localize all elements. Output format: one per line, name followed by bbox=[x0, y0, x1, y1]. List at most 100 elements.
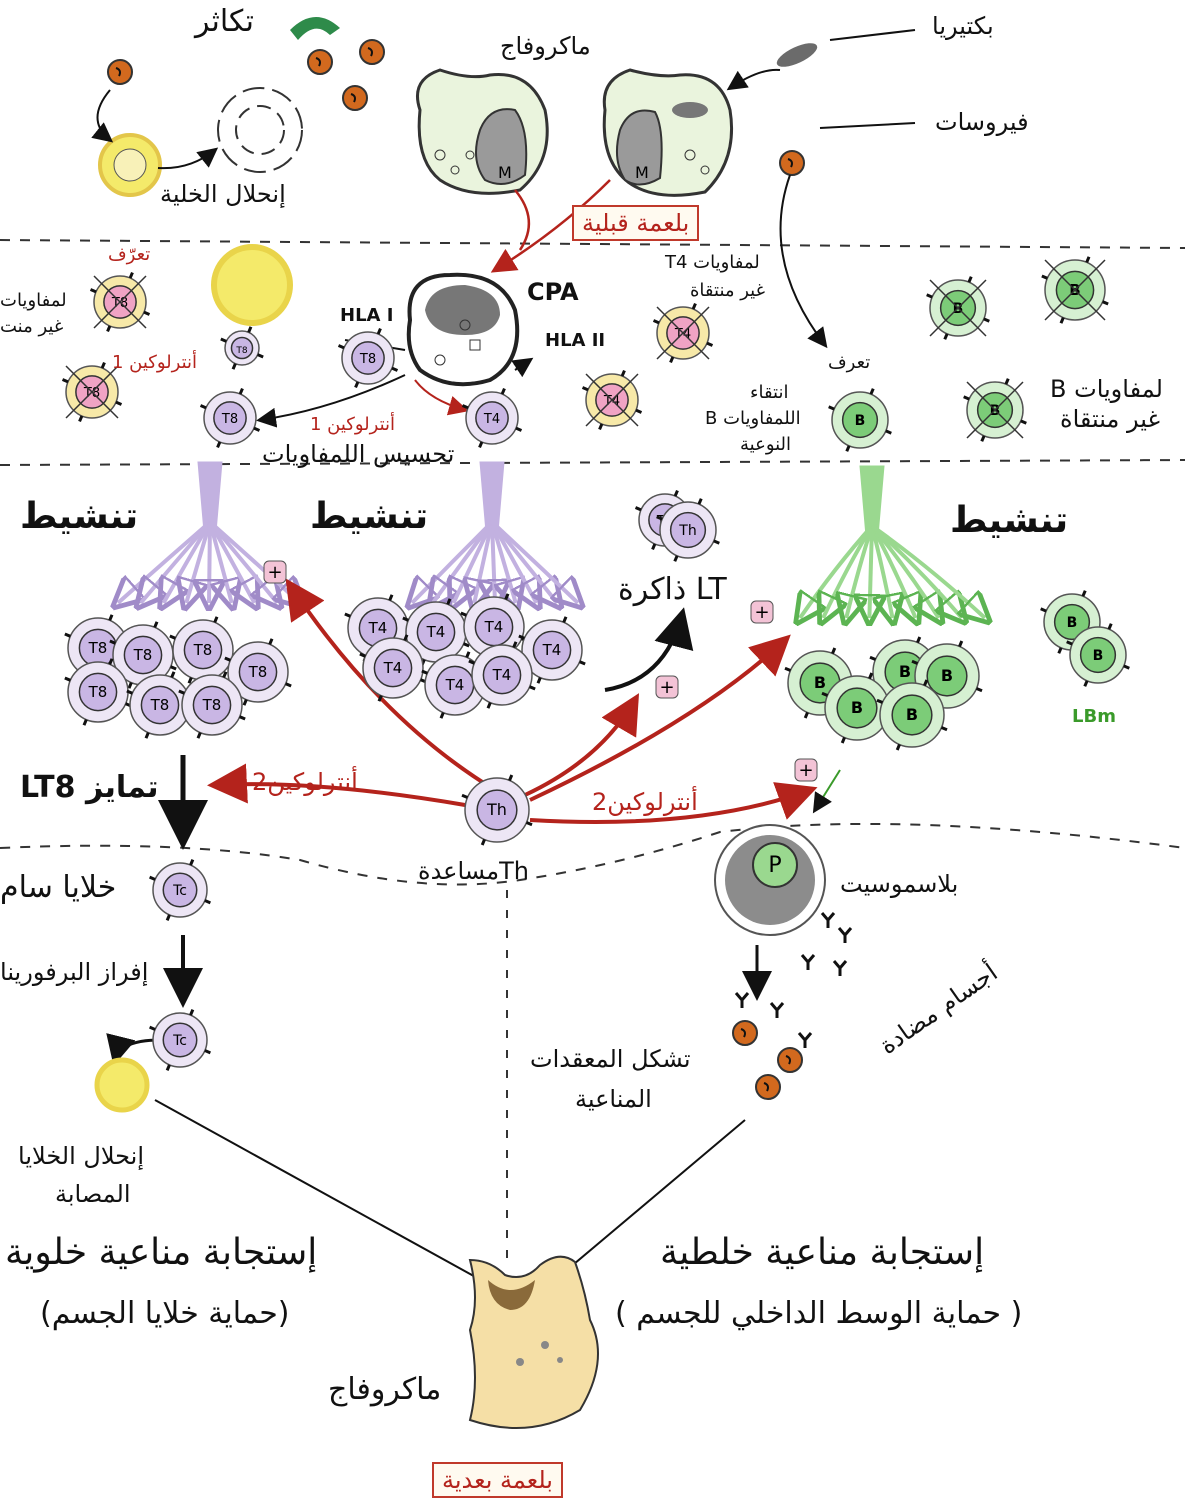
cell-label: B bbox=[1093, 648, 1104, 664]
svg-text:+: + bbox=[659, 677, 674, 698]
label-macrophage-bottom: ماكروفاج bbox=[328, 1372, 441, 1407]
antibody-icon bbox=[834, 961, 846, 976]
cell-label: T4 bbox=[492, 666, 512, 684]
svg-text:M: M bbox=[498, 163, 512, 182]
label-interleukin2-right: أنترلوكين2 bbox=[592, 788, 698, 816]
cell-label: T4 bbox=[383, 659, 403, 677]
virus-icon bbox=[733, 1021, 757, 1045]
macrophage-icon: M bbox=[604, 70, 731, 195]
cpa-cell bbox=[409, 275, 517, 384]
svg-text:+: + bbox=[267, 562, 282, 583]
label-lymph-t8-nonselected-2: غير منت bbox=[0, 316, 63, 337]
infected-cell bbox=[97, 1060, 147, 1110]
cell-label: T8 bbox=[202, 696, 222, 714]
cell-label: T4 bbox=[483, 412, 500, 427]
label-cell-lysis-top: إنحلال الخلية bbox=[160, 180, 286, 208]
cell-label: T4 bbox=[368, 619, 388, 637]
label-lt-memory: LT ذاكرة bbox=[618, 572, 727, 607]
cell-label: T8 bbox=[88, 639, 108, 657]
label-immune-complex: تشكل المعقدات bbox=[530, 1045, 691, 1073]
virus-icon bbox=[108, 60, 132, 84]
label-post-phagocytosis: بلعمة بعدية bbox=[432, 1462, 563, 1498]
label-lymph-b-nonselected: لمفاويات B bbox=[1050, 375, 1163, 403]
cell-label: Tc bbox=[172, 1033, 187, 1049]
cell-label: T8 bbox=[150, 696, 170, 714]
label-humoral-sub: ( حماية الوسط الداخلي للجسم ) bbox=[615, 1296, 1022, 1331]
label-th-helper: Thمساعدة bbox=[418, 857, 529, 885]
plus-icon: + bbox=[795, 759, 817, 781]
label-b-selection-2: اللمفاويات B bbox=[705, 408, 801, 429]
cell-t8-small: T8 bbox=[221, 327, 263, 369]
lysed-cell bbox=[218, 88, 302, 172]
plasmocyte-cell bbox=[715, 825, 825, 935]
divider-1 bbox=[0, 240, 1185, 248]
cell-label: T4 bbox=[542, 641, 562, 659]
cell-label: B bbox=[855, 413, 866, 429]
nonselected-b: B bbox=[964, 379, 1027, 442]
cell-label: T8 bbox=[221, 412, 238, 427]
cell-label: T4 bbox=[445, 676, 465, 694]
bacteria-icon bbox=[774, 38, 821, 71]
label-immune-complex-2: المناعية bbox=[575, 1085, 652, 1113]
cell-b: B bbox=[829, 389, 892, 452]
cell-t8: T8 bbox=[201, 389, 260, 448]
cell-label: B bbox=[899, 662, 911, 681]
label-activation-left: تنشيط bbox=[20, 496, 138, 537]
label-b-selection: انتقاء bbox=[750, 382, 789, 403]
label-perforin: إفراز البرفورينا bbox=[0, 958, 148, 986]
label-b-selection-3: النوعية bbox=[740, 434, 791, 455]
divider-2 bbox=[0, 460, 1185, 465]
label-interleukin2-left: أنترلوكين2 bbox=[252, 768, 358, 796]
label-toxic-cells: خلايا سام bbox=[0, 870, 116, 905]
antibody-icon bbox=[799, 1033, 811, 1048]
plus-icon: + bbox=[264, 561, 286, 583]
cell-label: B bbox=[906, 705, 918, 724]
macrophage-icon: M bbox=[418, 70, 548, 193]
nonselected-t4: T4 bbox=[583, 371, 642, 430]
antibody-icon bbox=[839, 928, 851, 943]
antibody-icon bbox=[736, 993, 748, 1008]
label-activation-mid: تنشيط bbox=[310, 496, 428, 537]
post-macrophage-icon bbox=[470, 1257, 598, 1428]
label-plasmocyte: بلاسموسيت bbox=[840, 870, 958, 898]
label-hla2: HLA II bbox=[545, 330, 605, 351]
cell-label: T8 bbox=[248, 663, 268, 681]
label-lymph-t4-nonselected: لمفاويات T4 bbox=[665, 252, 760, 273]
activation-fan bbox=[412, 462, 578, 603]
virus-icon bbox=[343, 86, 367, 110]
cell-label: T8 bbox=[359, 352, 376, 367]
cell-label: T8 bbox=[133, 646, 153, 664]
cell-label: B bbox=[941, 666, 953, 685]
proliferation-arrow bbox=[290, 17, 340, 40]
cell-t4: T4 bbox=[463, 389, 522, 448]
antibody-icon bbox=[822, 913, 834, 928]
cell-tc: Tc bbox=[150, 1010, 211, 1071]
label-lymph-t4-nonselected-2: غير منتقاة bbox=[690, 280, 765, 301]
label-differentiation: تمايز LT8 bbox=[20, 770, 159, 805]
antibody-icon bbox=[802, 955, 814, 970]
label-viruses: فيروسات bbox=[935, 108, 1029, 136]
label-macrophage-top: ماكروفاج bbox=[500, 32, 591, 60]
label-cpa: CPA bbox=[527, 278, 579, 306]
cell-th: Th bbox=[462, 775, 532, 845]
label-lbm: LBm bbox=[1072, 706, 1116, 727]
label-cellular-response: إستجابة مناعية خلوية bbox=[5, 1232, 317, 1273]
nonselected-b: B bbox=[1042, 257, 1108, 323]
cell-label: T4 bbox=[484, 618, 504, 636]
virus-icon bbox=[780, 151, 804, 175]
label-interleukin1-left: أنترلوكين 1 bbox=[112, 352, 197, 373]
label-lymph-t8-nonselected: لمفاويات bbox=[0, 290, 67, 311]
label-bacteria: بكتيريا bbox=[932, 12, 994, 40]
label-recognition-left: تعرّف bbox=[108, 244, 150, 265]
label-infected-lysis-2: المصابة bbox=[55, 1180, 131, 1208]
cell-label: T8 bbox=[88, 683, 108, 701]
svg-text:+: + bbox=[798, 760, 813, 781]
label-humoral-response: إستجابة مناعية خلطية bbox=[660, 1232, 984, 1273]
label-sensitization: تحسيس اللمفاويات bbox=[262, 440, 454, 468]
virus-icon bbox=[360, 40, 384, 64]
cell-label: B bbox=[814, 673, 826, 692]
svg-text:+: + bbox=[754, 602, 769, 623]
cell-label: T8 bbox=[235, 346, 247, 356]
virus-icon bbox=[778, 1048, 802, 1072]
cell-label: Th bbox=[486, 800, 507, 819]
